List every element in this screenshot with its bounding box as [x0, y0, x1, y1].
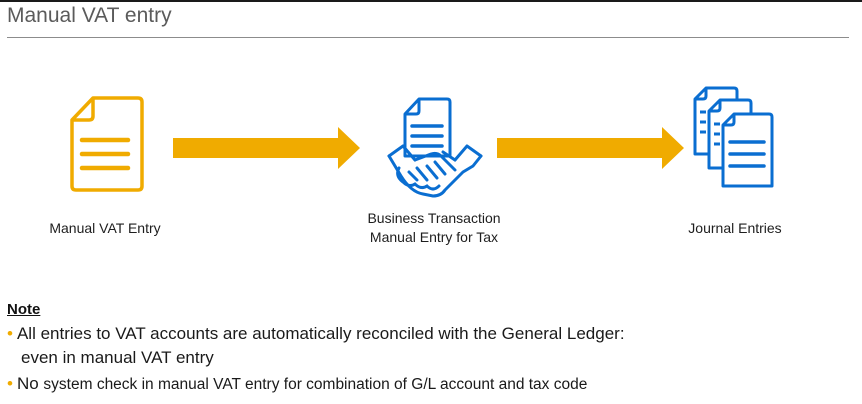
note-bullet-1: •All entries to VAT accounts are automat…: [7, 322, 625, 346]
bullet-dot-icon: •: [7, 374, 13, 393]
title-divider: [7, 37, 849, 38]
step3-label: Journal Entries: [688, 220, 782, 236]
handshake-document-icon: [387, 97, 483, 198]
flow-arrow-2: [497, 127, 684, 169]
step2-label-line1: Business Transaction: [367, 210, 501, 226]
document-icon: [70, 96, 144, 192]
note-bullet-1-line1: All entries to VAT accounts are automati…: [16, 324, 625, 343]
step1-label: Manual VAT Entry: [49, 220, 161, 236]
note-bullet-1-line2: even in manual VAT entry: [21, 348, 214, 367]
page-title: Manual VAT entry: [7, 4, 172, 27]
stacked-documents-icon: [693, 86, 774, 188]
top-border: [0, 0, 862, 2]
note-bullet-2-rest: system check in manual VAT entry for com…: [43, 376, 588, 393]
note-heading: Note: [7, 301, 41, 318]
note-bullet-2-lead: No: [16, 374, 39, 393]
note-bullet-2: •No system check in manual VAT entry for…: [7, 372, 587, 397]
step2-label: Business Transaction Manual Entry for Ta…: [344, 209, 524, 247]
bullet-dot-icon: •: [7, 324, 13, 343]
flow-arrow-1: [173, 127, 360, 169]
note-bullet-1-continuation: even in manual VAT entry: [21, 346, 214, 370]
step2-label-line2: Manual Entry for Tax: [369, 229, 499, 245]
